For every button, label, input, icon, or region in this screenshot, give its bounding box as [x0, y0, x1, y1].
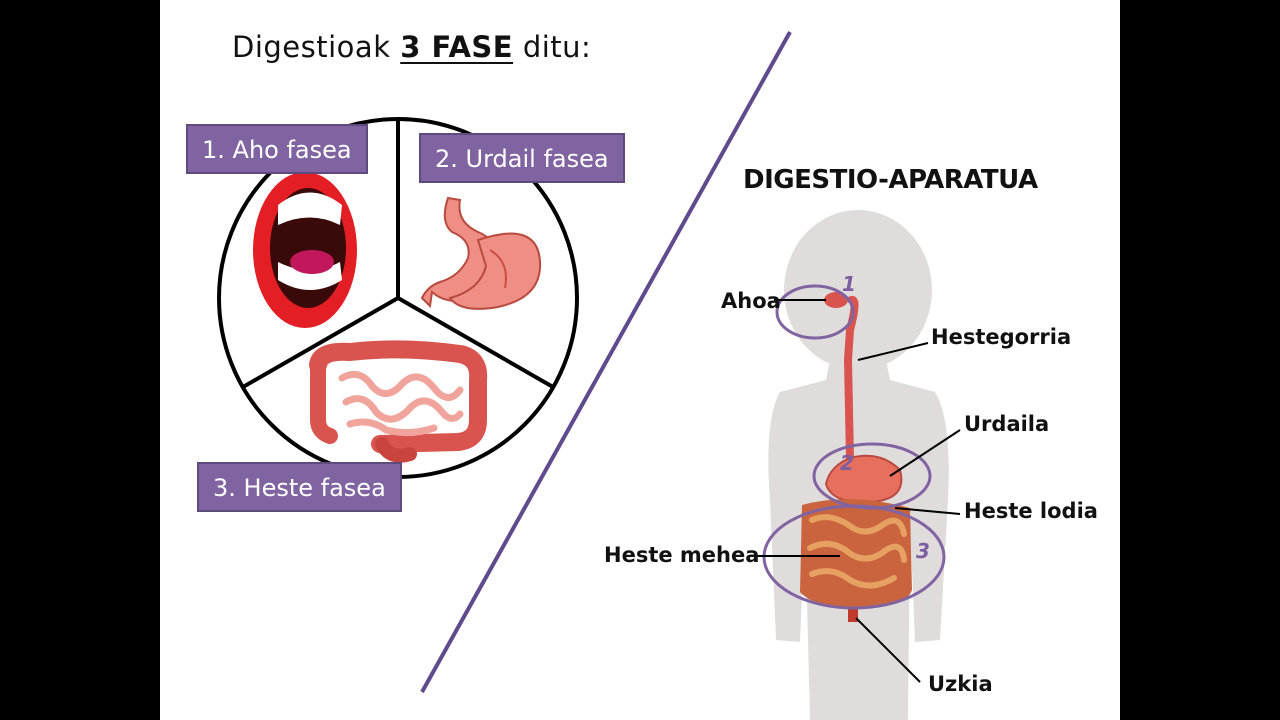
mouth-illustration [253, 172, 357, 328]
mouth-shape [824, 292, 848, 308]
diagram-title: DIGESTIO-APARATUA [743, 165, 1038, 195]
phase-label-heste: 3. Heste fasea [197, 462, 402, 512]
phase-number-2: 2 [840, 451, 854, 475]
intestine-illustration [309, 340, 488, 463]
phase-number-1: 1 [842, 272, 856, 296]
organ-label-urdaila: Urdaila [964, 412, 1050, 436]
organ-label-ahoa: Ahoa [721, 289, 781, 313]
stomach-illustration [420, 196, 542, 310]
body-intestines [800, 499, 912, 622]
page-title: Digestioak 3 FASE ditu: [232, 30, 591, 64]
organ-label-heste-mehea: Heste mehea [604, 543, 760, 567]
organ-label-uzkia: Uzkia [928, 672, 993, 696]
diagram-canvas: 1 2 3 [217, 31, 961, 720]
organ-label-heste-lodia: Heste lodia [964, 499, 1098, 523]
title-highlight: 3 FASE [400, 30, 514, 64]
phase-circle-1 [775, 284, 855, 340]
phase-label-aho: 1. Aho fasea [186, 124, 368, 174]
slide: Digestioak 3 FASE ditu: [160, 0, 1120, 720]
title-prefix: Digestioak [232, 30, 391, 64]
title-suffix: ditu: [522, 30, 592, 64]
slide-divider-line [420, 31, 792, 693]
organ-label-hestegorria: Hestegorria [931, 325, 1072, 349]
phase-number-3: 3 [916, 539, 930, 563]
phase-label-urdail: 2. Urdail fasea [419, 133, 625, 183]
leader-lines [750, 299, 961, 683]
